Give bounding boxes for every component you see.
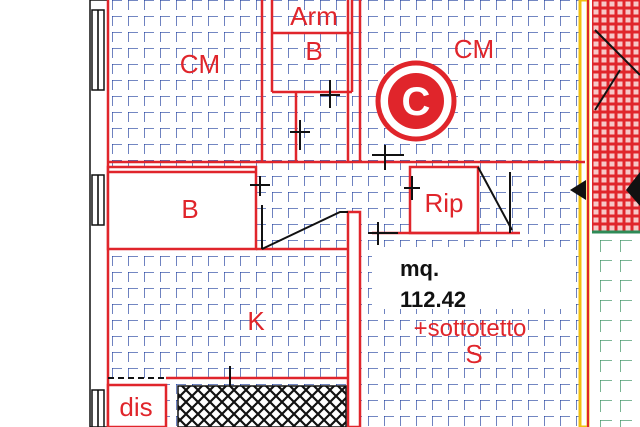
room-label-cm-right: CM <box>454 34 494 64</box>
door-swing-corridor <box>261 211 348 250</box>
stamp-letter: C <box>402 80 431 124</box>
area-extra-label: +sottotetto <box>414 315 527 342</box>
room-label-b-left: B <box>181 194 198 224</box>
green-tiling <box>592 232 640 427</box>
stair-step-1 <box>594 29 640 76</box>
room-label-arm: Arm <box>290 1 338 31</box>
stair-arrow-left <box>570 180 586 200</box>
room-label-k: K <box>247 306 265 336</box>
closet-dis <box>106 383 168 427</box>
room-label-b-top: B <box>305 36 322 66</box>
window-middle <box>91 174 105 226</box>
room-label-cm-left: CM <box>180 49 220 79</box>
room-label-dis: dis <box>119 392 152 422</box>
stair-hatch <box>177 385 347 427</box>
dimension-ticks <box>250 80 420 245</box>
area-unit-label: mq. <box>400 256 439 281</box>
stair-arrow-right <box>626 172 640 206</box>
door-swing-rip <box>477 166 513 231</box>
corridor-partition <box>346 210 362 427</box>
bathroom-left <box>106 165 258 251</box>
window-bottom <box>91 389 105 427</box>
stair-edge <box>578 0 590 427</box>
area-value: 112.42 <box>400 287 466 312</box>
stamp-icon: C <box>375 60 457 142</box>
stair-step-2 <box>594 69 621 111</box>
area-box <box>372 247 572 309</box>
room-label-rip: Rip <box>424 188 463 218</box>
storage-rip <box>408 165 480 235</box>
window-top <box>91 9 105 91</box>
room-label-s: S <box>465 339 482 369</box>
